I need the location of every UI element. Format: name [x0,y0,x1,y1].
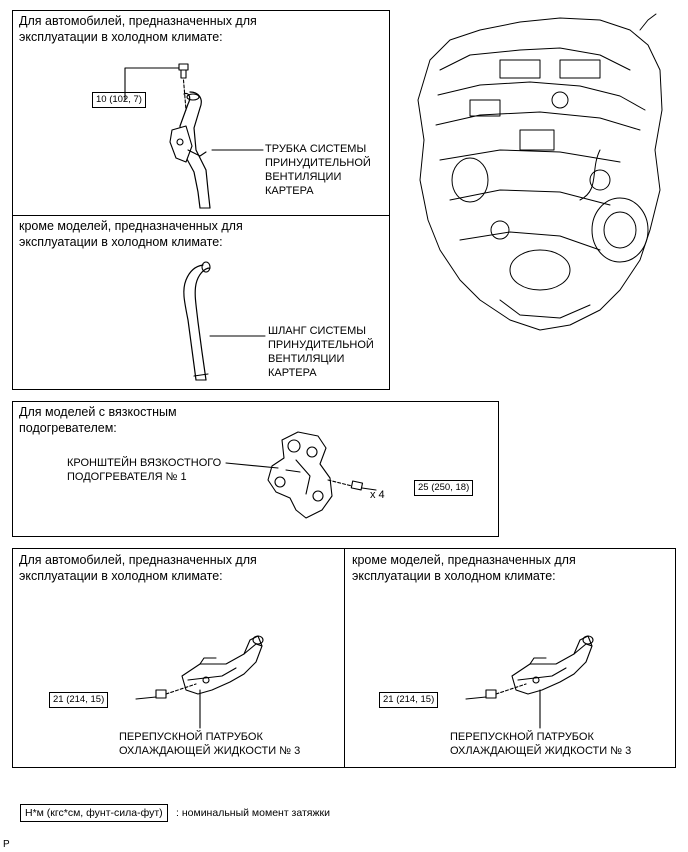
torque-unit-legend-box: Н*м (кгс*см, фунт-сила-фут) [20,804,168,822]
bolt-count: x 4 [370,489,385,501]
panel-c-torque-box: 25 (250, 18) [414,480,474,496]
panel-e-bypass-label: ПЕРЕПУСКНОЙ ПАТРУБОК ОХЛАЖДАЮЩЕЙ ЖИДКОСТ… [450,731,632,757]
footer-code: P [3,839,10,850]
pcv-tube-label: ТРУБКА СИСТЕМЫ ПРИНУДИТЕЛЬНОЙ ВЕНТИЛЯЦИИ… [265,143,371,197]
panel-e-title: кроме моделей, предназначенных для экспл… [352,553,576,583]
panel-a-torque-box: 10 (102, 7) [92,92,146,108]
pcv-hose-label: ШЛАНГ СИСТЕМЫ ПРИНУДИТЕЛЬНОЙ ВЕНТИЛЯЦИИ … [268,325,374,379]
viscous-bracket-label: КРОНШТЕЙН ВЯЗКОСТНОГО ПОДОГРЕВАТЕЛЯ № 1 [67,457,222,483]
panel-non-cold-bypass-pipe [344,548,676,768]
panel-viscous-heater [12,401,499,537]
engine-drawing [417,13,663,331]
panel-cold-climate-bypass-pipe [12,548,345,768]
panel-c-title: Для моделей с вязкостным подогревателем: [19,405,177,435]
panel-d-torque-box: 21 (214, 15) [49,692,109,708]
panel-b-title: кроме моделей, предназначенных для экспл… [19,219,243,249]
torque-unit-legend-text: : номинальный момент затяжки [176,807,330,819]
panel-e-torque-box: 21 (214, 15) [379,692,439,708]
panel-d-title: Для автомобилей, предназначенных для экс… [19,553,257,583]
panel-a-title: Для автомобилей, предназначенных для экс… [19,14,257,44]
panel-d-bypass-label: ПЕРЕПУСКНОЙ ПАТРУБОК ОХЛАЖДАЮЩЕЙ ЖИДКОСТ… [119,731,301,757]
